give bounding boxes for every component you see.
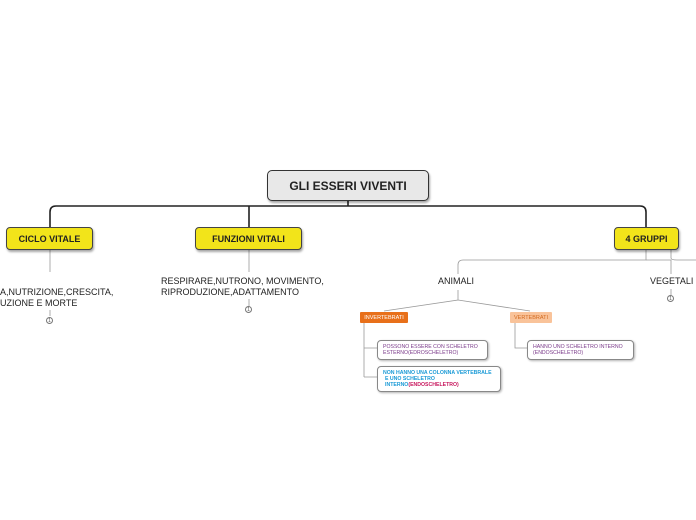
animali-node[interactable]: ANIMALI xyxy=(438,276,475,286)
funzioni-vitali-detail[interactable]: RESPIRARE,NUTRONO, MOVIMENTO, RIPRODUZIO… xyxy=(161,276,324,298)
box-line: E UNO SCHELETRO xyxy=(385,376,435,382)
funzioni-vitali-detail-line2: RIPRODUZIONE,ADATTAMENTO xyxy=(161,287,300,297)
box-line: NON HANNO UNA COLONNA VERTEBRALE xyxy=(383,370,492,376)
box-text-interno: INTERNO xyxy=(385,382,409,388)
vertebrati-node[interactable]: VERTEBRATI xyxy=(510,312,552,323)
collapse-badge-icon[interactable]: 1 xyxy=(245,306,252,313)
ciclo-vitale-detail-line1: A,NUTRIZIONE,CRESCITA, xyxy=(0,287,114,297)
invertebrati-esoscheletro-box[interactable]: POSSONO ESSERE CON SCHELETRO ESTERNO(EDR… xyxy=(377,340,488,360)
collapse-badge-icon[interactable]: 1 xyxy=(46,317,53,324)
box-line: ESTERNO(EDROSCHELETRO) xyxy=(383,350,459,356)
funzioni-vitali-detail-line1: RESPIRARE,NUTRONO, MOVIMENTO, xyxy=(161,276,324,286)
ciclo-vitale-detail-line2: UZIONE E MORTE xyxy=(0,298,78,308)
collapse-badge-icon[interactable]: 1 xyxy=(667,295,674,302)
ciclo-vitale-detail[interactable]: A,NUTRIZIONE,CRESCITA, UZIONE E MORTE xyxy=(0,287,113,309)
box-line: INTERNO(ENDOSCHELETRO) xyxy=(383,382,495,388)
box-line: (ENDOSCHELETRO) xyxy=(533,350,584,356)
root-node[interactable]: GLI ESSERI VIVENTI xyxy=(267,170,429,201)
vertebrati-endoscheletro-box[interactable]: HANNO UNO SCHELETRO INTERNO (ENDOSCHELET… xyxy=(527,340,634,360)
invertebrati-node[interactable]: INVERTEBRATI xyxy=(360,312,408,323)
box-line: HANNO UNO SCHELETRO INTERNO xyxy=(533,344,623,350)
quattro-gruppi-node[interactable]: 4 GRUPPI xyxy=(614,227,679,250)
invertebrati-colonna-box[interactable]: NON HANNO UNA COLONNA VERTEBRALE E UNO S… xyxy=(377,366,501,392)
ciclo-vitale-node[interactable]: CICLO VITALE xyxy=(6,227,93,250)
funzioni-vitali-node[interactable]: FUNZIONI VITALI xyxy=(195,227,302,250)
box-text-endoscheletro: (ENDOSCHELETRO) xyxy=(408,382,459,388)
box-line: POSSONO ESSERE CON SCHELETRO xyxy=(383,344,478,350)
vegetali-node[interactable]: VEGETALI xyxy=(650,276,694,286)
